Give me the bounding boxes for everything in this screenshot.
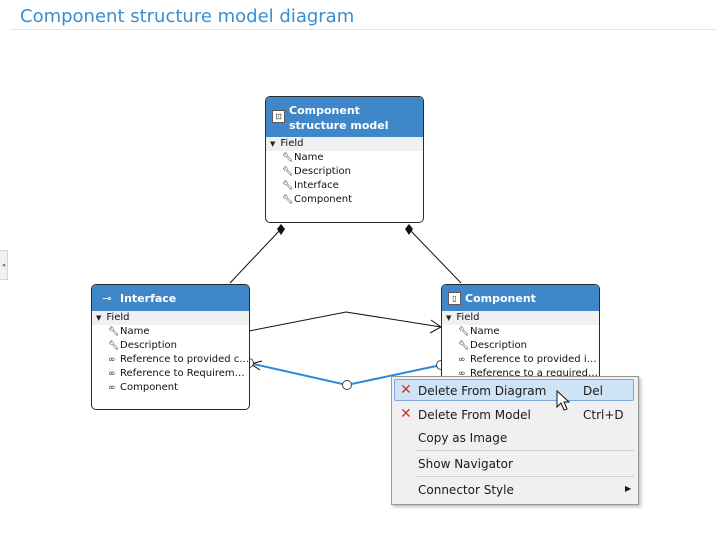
connector-interface-component[interactable] — [248, 311, 442, 332]
entity-component-structure-model[interactable]: ⊡ Component structure model ▼Field 🔧︎Nam… — [265, 96, 424, 223]
menu-item-shortcut: Del — [583, 384, 603, 398]
entity-header[interactable]: ⊸ Interface — [92, 285, 249, 311]
field-group-header[interactable]: ▼Field — [442, 311, 599, 325]
connector-csm-component[interactable] — [408, 228, 462, 284]
entity-title: Component structure model — [289, 104, 389, 132]
field-row[interactable]: ∞Component — [108, 382, 179, 393]
field-row[interactable]: 🔧︎Interface — [282, 180, 339, 191]
menu-item-delete-from-diagram[interactable]: ✕ Delete From Diagram Del — [394, 379, 634, 401]
wrench-icon: 🔧︎ — [282, 181, 294, 191]
menu-item-connector-style[interactable]: Connector Style ▶ — [394, 478, 634, 500]
link-icon: ∞ — [108, 355, 116, 365]
page-title: Component structure model diagram — [20, 6, 355, 27]
composition-diamond-icon — [405, 224, 413, 235]
link-icon: ∞ — [458, 369, 466, 379]
submenu-arrow-icon: ▶ — [625, 484, 632, 493]
interface-icon: ⊸ — [102, 291, 112, 305]
entity-title: Component — [465, 291, 536, 305]
menu-item-label: Copy as Image — [418, 431, 508, 445]
wrench-icon: 🔧︎ — [108, 341, 120, 351]
wrench-icon: 🔧︎ — [282, 195, 294, 205]
entity-header[interactable]: ⊡ Component structure model — [266, 97, 423, 137]
collapse-handle-icon[interactable]: ◂ — [0, 250, 8, 280]
field-row[interactable]: ∞Reference to provided in... — [458, 354, 599, 365]
entity-header[interactable]: ▯ Component — [442, 285, 599, 311]
field-row[interactable]: 🔧︎Name — [108, 326, 150, 337]
menu-item-show-navigator[interactable]: Show Navigator — [394, 452, 634, 474]
connector-handle[interactable] — [342, 380, 352, 390]
field-group-header[interactable]: ▼Field — [92, 311, 249, 325]
menu-item-label: Show Navigator — [418, 457, 513, 471]
connector-csm-interface[interactable] — [229, 228, 282, 284]
delete-x-icon: ✕ — [400, 406, 412, 422]
menu-item-label: Delete From Model — [418, 408, 531, 422]
entity-interface[interactable]: ⊸ Interface ▼Field 🔧︎Name 🔧︎Description … — [91, 284, 250, 410]
field-group-header[interactable]: ▼Field — [266, 137, 423, 151]
context-menu: ✕ Delete From Diagram Del ✕ Delete From … — [391, 376, 639, 505]
wrench-icon: 🔧︎ — [282, 167, 294, 177]
field-row[interactable]: ∞Reference to provided c... — [108, 354, 249, 365]
component-model-icon: ⊡ — [272, 110, 285, 123]
link-icon: ∞ — [108, 369, 116, 379]
menu-item-label: Delete From Diagram — [418, 384, 547, 398]
delete-x-icon: ✕ — [400, 382, 412, 398]
field-row[interactable]: 🔧︎Component — [282, 194, 353, 205]
menu-separator — [416, 450, 634, 451]
field-row[interactable]: ∞Reference to a required i... — [458, 368, 599, 379]
entity-title: Interface — [120, 291, 177, 305]
field-row[interactable]: 🔧︎Description — [458, 340, 527, 351]
collapse-arrow-icon[interactable]: ▼ — [270, 140, 276, 148]
wrench-icon: 🔧︎ — [108, 327, 120, 337]
field-row[interactable]: 🔧︎Description — [282, 166, 351, 177]
menu-item-label: Connector Style — [418, 483, 514, 497]
link-icon: ∞ — [458, 355, 466, 365]
field-row[interactable]: ∞Reference to Requireme... — [108, 368, 249, 379]
wrench-icon: 🔧︎ — [282, 153, 294, 163]
menu-item-delete-from-model[interactable]: ✕ Delete From Model Ctrl+D — [394, 403, 634, 425]
link-icon: ∞ — [108, 383, 116, 393]
field-row[interactable]: 🔧︎Description — [108, 340, 177, 351]
menu-item-copy-as-image[interactable]: Copy as Image — [394, 426, 634, 448]
field-row[interactable]: 🔧︎Name — [458, 326, 500, 337]
entity-component[interactable]: ▯ Component ▼Field 🔧︎Name 🔧︎Description … — [441, 284, 600, 386]
collapse-arrow-icon[interactable]: ▼ — [446, 314, 452, 322]
menu-item-shortcut: Ctrl+D — [583, 408, 624, 422]
collapse-arrow-icon[interactable]: ▼ — [96, 314, 102, 322]
mouse-cursor-icon — [556, 390, 570, 411]
title-divider — [10, 29, 717, 30]
wrench-icon: 🔧︎ — [458, 327, 470, 337]
field-row[interactable]: 🔧︎Name — [282, 152, 324, 163]
composition-diamond-icon — [277, 224, 285, 235]
wrench-icon: 🔧︎ — [458, 341, 470, 351]
menu-separator — [416, 476, 634, 477]
component-icon: ▯ — [448, 291, 461, 305]
